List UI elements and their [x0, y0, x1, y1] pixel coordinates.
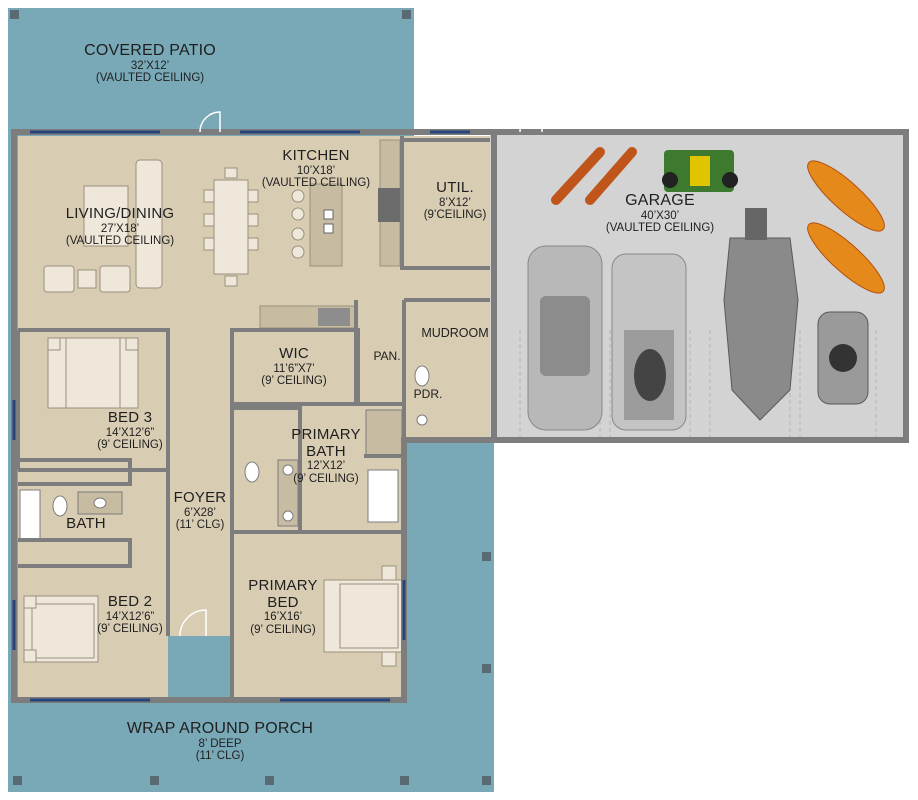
interior-walls	[16, 136, 490, 700]
windows	[12, 130, 470, 702]
pantry-label: PAN.	[364, 349, 410, 363]
garage-label: GARAGE 40’X30’ (VAULTED CEILING)	[580, 192, 740, 235]
kitchen-label: KITCHEN 10’X18’ (VAULTED CEILING)	[226, 147, 406, 190]
kitchen-name: KITCHEN	[282, 147, 350, 164]
bed3-name: BED 3	[107, 409, 153, 426]
primary-bed-label: PRIMARY BED 16’X16’ (9’ CEILING)	[230, 577, 336, 636]
primary-bath-dims: 12’X12’	[306, 460, 346, 472]
primary-bath-label: PRIMARY BATH 12’X12’ (9’ CEILING)	[266, 426, 386, 485]
garage-name: GARAGE	[625, 192, 695, 209]
primary-bed-note: (9’ CEILING)	[250, 623, 316, 636]
foyer-dims: 6’X28’	[184, 506, 216, 519]
wic-label: WIC 11’6”X7’ (9’ CEILING)	[234, 345, 354, 388]
bed2-note: (9’ CEILING)	[97, 623, 163, 636]
kitchen-dims: 10’X18’	[296, 164, 336, 177]
powder-label: PDR.	[408, 387, 448, 401]
foyer-note: (11’ CLG)	[175, 519, 225, 532]
wic-dims: 11’6”X7’	[273, 362, 315, 375]
bath-fixtures	[19, 365, 430, 541]
bed2-dims: 14’X12’6”	[105, 610, 155, 623]
primary-bath-note: (9’ CEILING)	[293, 472, 359, 485]
porch-name: WRAP AROUND PORCH	[126, 720, 314, 737]
porch-dims: 8’ DEEP	[198, 737, 242, 750]
bed2-label: BED 2 14’X12’6” (9’ CEILING)	[70, 593, 190, 636]
covered-patio-label: COVERED PATIO 32’X12’ (VAULTED CEILING)	[60, 42, 240, 85]
mudroom-name: MUDROOM	[421, 326, 489, 340]
garage-vehicles	[527, 208, 869, 431]
pantry-name: PAN.	[373, 349, 401, 363]
bed2-name: BED 2	[107, 593, 153, 610]
living-dining-dims: 27’X18’	[100, 222, 140, 235]
garage-dims: 40’X30’	[640, 209, 680, 222]
foyer-label: FOYER 6’X28’ (11’ CLG)	[160, 489, 240, 532]
living-dining-label: LIVING/DINING 27’X18’ (VAULTED CEILING)	[30, 205, 210, 248]
bed3-dims: 14’X12’6”	[105, 426, 155, 439]
dining-table	[203, 167, 259, 287]
living-dining-note: (VAULTED CEILING)	[65, 235, 175, 248]
bath-label: BATH	[56, 515, 116, 533]
covered-patio-dims: 32’X12’	[130, 59, 170, 72]
util-note: (9’CEILING)	[423, 209, 487, 222]
door-swings	[179, 109, 543, 637]
util-name: UTIL.	[436, 179, 474, 196]
primary-bath-name-line2: BATH	[306, 442, 346, 460]
porch-posts	[10, 10, 491, 785]
covered-patio-note: (VAULTED CEILING)	[95, 72, 205, 85]
porch-note: (11’ CLG)	[195, 750, 245, 763]
foyer-name: FOYER	[173, 489, 227, 506]
wic-note: (9’ CEILING)	[261, 375, 327, 388]
bed3-bed	[47, 337, 139, 409]
primary-bed-dims: 16’X16’	[263, 611, 303, 623]
mudroom-label: MUDROOM	[412, 326, 498, 341]
primary-bath-name-line1: PRIMARY	[291, 426, 361, 443]
living-furniture	[43, 159, 163, 293]
garage-small-items	[551, 147, 885, 294]
living-dining-name: LIVING/DINING	[65, 205, 175, 222]
bath-name: BATH	[66, 515, 106, 532]
kitchen-note: (VAULTED CEILING)	[261, 177, 371, 190]
garage-note: (VAULTED CEILING)	[605, 222, 715, 235]
kitchen-counters	[259, 139, 401, 329]
covered-patio-name: COVERED PATIO	[84, 42, 216, 59]
bed2-bed	[23, 595, 99, 663]
primary-bed-bed	[323, 565, 403, 667]
util-label: UTIL. 8’X12’ (9’CEILING)	[412, 179, 498, 222]
bed3-label: BED 3 14’X12’6” (9’ CEILING)	[70, 409, 190, 452]
wic-name: WIC	[279, 345, 309, 362]
primary-bed-name-line2: BED	[267, 593, 299, 611]
bed3-note: (9’ CEILING)	[97, 439, 163, 452]
util-dims: 8’X12’	[439, 196, 471, 209]
powder-name: PDR.	[413, 387, 443, 401]
porch-label: WRAP AROUND PORCH 8’ DEEP (11’ CLG)	[110, 720, 330, 763]
primary-bed-name-line1: PRIMARY	[248, 577, 318, 594]
